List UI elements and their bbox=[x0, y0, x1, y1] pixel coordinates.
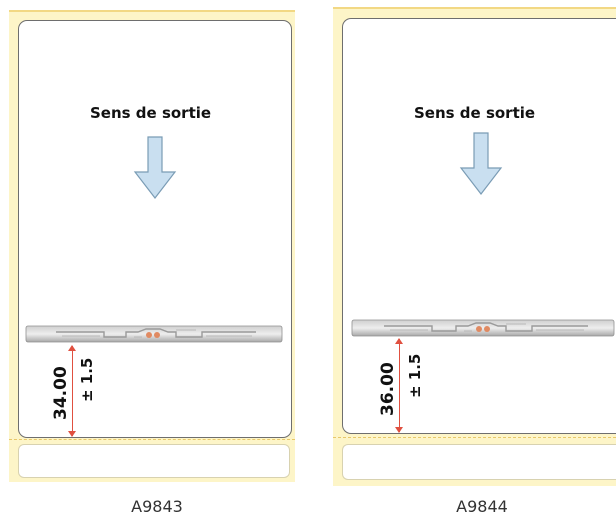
dimension-arrowhead-bottom bbox=[395, 427, 403, 433]
model-caption: A9843 bbox=[131, 497, 183, 516]
dimension-arrowhead-top bbox=[68, 345, 76, 351]
down-arrow-icon bbox=[459, 132, 503, 195]
dimension-tolerance: ± 1.5 bbox=[406, 353, 424, 398]
liner-top-edge bbox=[333, 7, 616, 9]
model-caption: A9844 bbox=[456, 497, 508, 516]
feed-direction-text: Sens de sortie bbox=[414, 104, 536, 122]
dimension-value: 34.00 bbox=[51, 366, 71, 420]
dimension-arrowhead-bottom bbox=[68, 431, 76, 437]
label bbox=[342, 18, 616, 434]
dimension-arrowhead-top bbox=[395, 338, 403, 344]
rfid-inlay bbox=[25, 325, 283, 343]
perforation-line bbox=[333, 437, 616, 438]
feed-direction-text: Sens de sortie bbox=[90, 104, 212, 122]
dimension-value: 36.00 bbox=[378, 362, 398, 416]
label bbox=[18, 20, 292, 438]
dimension-line bbox=[72, 346, 73, 436]
down-arrow-icon bbox=[133, 136, 177, 199]
liner-top-edge bbox=[9, 10, 295, 12]
dimension-line bbox=[399, 339, 400, 432]
next-label bbox=[18, 444, 290, 478]
perforation-line bbox=[9, 439, 295, 440]
rfid-inlay bbox=[351, 319, 615, 337]
dimension-tolerance: ± 1.5 bbox=[78, 357, 96, 402]
next-label bbox=[342, 444, 616, 480]
